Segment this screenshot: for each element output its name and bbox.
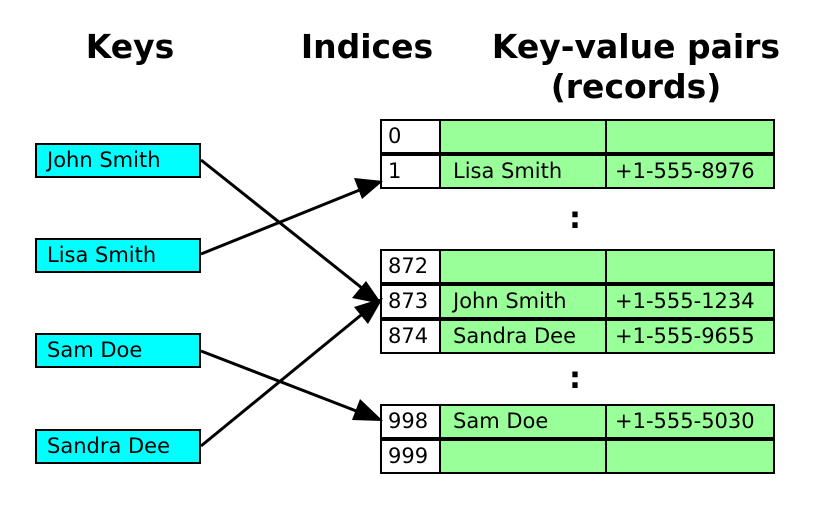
- bucket-index: 874: [380, 319, 441, 354]
- bucket-index: 872: [380, 249, 441, 284]
- record-key: Lisa Smith: [439, 154, 607, 189]
- record-value: +1-555-1234: [605, 284, 775, 319]
- ellipsis-top: :: [569, 201, 581, 236]
- indices-heading: Indices: [300, 27, 434, 66]
- key-box-john-smith: John Smith: [35, 143, 201, 178]
- record-key: Sam Doe: [439, 404, 607, 439]
- keys-heading: Keys: [85, 27, 175, 66]
- arrow-lisa-smith-to-1: [200, 181, 378, 256]
- bucket-index: 999: [380, 439, 441, 474]
- record-key: [439, 249, 607, 284]
- key-value-pairs-title: Key-value pairs: [491, 27, 781, 66]
- ellipsis-bottom: :: [569, 361, 581, 396]
- record-key: [439, 119, 607, 154]
- record-value: [605, 439, 775, 474]
- key-value-pairs-heading: Key-value pairs (records): [478, 27, 794, 106]
- records-subtitle: (records): [550, 66, 722, 106]
- arrow-john-smith-to-873: [200, 158, 378, 302]
- key-box-sandra-dee: Sandra Dee: [35, 429, 201, 464]
- arrowhead-lisa-smith: [354, 178, 383, 199]
- bucket-index: 873: [380, 284, 441, 319]
- record-value: +1-555-9655: [605, 319, 775, 354]
- arrow-sandra-dee-to-873: [200, 300, 378, 448]
- bucket-index: 1: [380, 154, 441, 189]
- record-value: +1-555-5030: [605, 404, 775, 439]
- record-value: [605, 249, 775, 284]
- arrowhead-john-smith: [352, 281, 382, 304]
- record-key: John Smith: [439, 284, 607, 319]
- record-key: Sandra Dee: [439, 319, 607, 354]
- arrow-sam-doe-to-998: [200, 349, 378, 421]
- arrowhead-sandra-dee: [354, 298, 383, 324]
- key-box-sam-doe: Sam Doe: [35, 333, 201, 368]
- record-value: +1-555-8976: [605, 154, 775, 189]
- arrowhead-sam-doe: [352, 399, 383, 421]
- record-value: [605, 119, 775, 154]
- key-box-lisa-smith: Lisa Smith: [35, 238, 201, 273]
